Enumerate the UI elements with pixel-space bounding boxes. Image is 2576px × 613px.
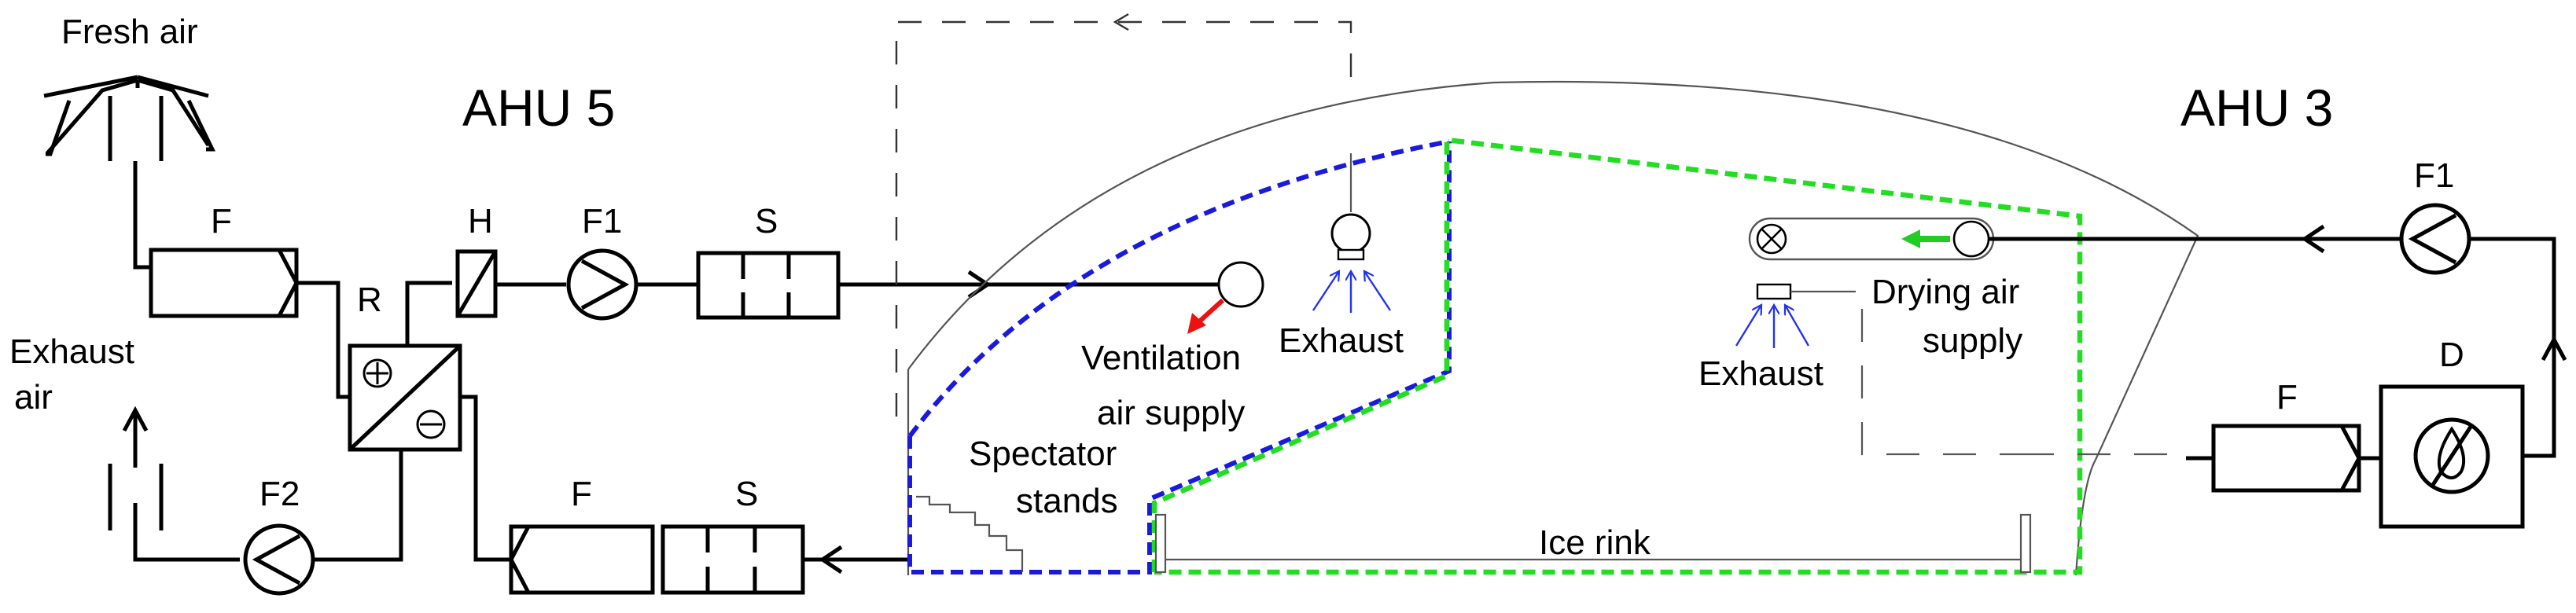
vent-red-arrowhead-icon [1187, 313, 1206, 334]
heater-icon [455, 249, 498, 318]
recuperator-label: R [357, 281, 382, 319]
dehumidifier-icon [2379, 384, 2525, 529]
green-zone-outline [1151, 137, 2083, 575]
silencer-top-icon [696, 251, 841, 320]
intake-duct [133, 204, 149, 270]
drying-duct-icon [1748, 217, 1995, 261]
fan-f2-label: F2 [259, 475, 300, 513]
arena-group: Ventilation air supply Exhaust Spectator… [895, 13, 2199, 576]
drying-supply-label-1: Drying air [1871, 273, 2019, 311]
up-flow-arrow-icon [2541, 335, 2567, 362]
vent-supply-label-1: Ventilation [1081, 339, 1241, 377]
fan-f1-right-label: F1 [2414, 156, 2454, 195]
ahu5-group: AHU 5 Fresh air F R [9, 13, 1227, 596]
exhaust-grille-right-icon [1756, 283, 2186, 456]
silencer-bottom-icon [661, 524, 805, 595]
ice-rink-label: Ice rink [1539, 523, 1651, 562]
fan-f1-left-icon [566, 248, 638, 321]
exhaust-right-label: Exhaust [1698, 354, 1823, 393]
fan-f2-icon [243, 523, 315, 596]
fresh-air-label: Fresh air [61, 13, 198, 51]
exhaust-air-label-1: Exhaust [9, 332, 134, 371]
drying-supply-label-2: supply [1923, 321, 2022, 360]
duct-r-to-h [405, 281, 452, 346]
drying-flow-arrow-icon [2301, 224, 2325, 254]
silencer-top-label: S [755, 202, 778, 240]
vent-diffuser-icon [1217, 261, 1264, 308]
filter-right-icon [2211, 424, 2361, 493]
arena-roof-outline [907, 80, 2199, 576]
ahu5-title: AHU 5 [462, 79, 615, 137]
vent-flow-red-arrow-icon [1194, 298, 1225, 326]
ice-rink-icon [1154, 513, 2032, 574]
exhaust-grille-mid-icon [1330, 213, 1371, 261]
filter-bottom-label: F [571, 475, 592, 513]
blue-zone-outline [907, 141, 1452, 574]
heater-label: H [468, 202, 493, 240]
fresh-air-intake-icon [43, 75, 215, 161]
silencer-bottom-label: S [735, 475, 758, 513]
filter-top-label: F [211, 202, 232, 240]
spectator-label-2: stands [1016, 482, 1118, 520]
duct-f-to-r [296, 281, 350, 399]
fan-f1-left-label: F1 [582, 202, 622, 240]
return-flow-arrow-icon [819, 545, 843, 574]
dashed-duct-arrow-icon [1113, 13, 1129, 31]
duct-f2-to-r [315, 450, 403, 562]
recuperator-icon [348, 343, 462, 452]
blue-zone-top [907, 139, 1450, 438]
exhaust-air-label-2: air [14, 378, 53, 417]
exhaust-outlet-icon [108, 406, 164, 530]
exhaust-right-arrows-icon [1735, 305, 1810, 348]
dehumidifier-label: D [2439, 336, 2464, 374]
fan-f1-right-icon [2399, 203, 2471, 275]
spectator-stands-icon [916, 495, 1024, 572]
drying-green-arrowhead-icon [1901, 229, 1920, 248]
vent-supply-label-2: air supply [1097, 394, 1245, 432]
exhaust-mid-arrows-icon [1312, 271, 1392, 313]
duct-d-up [2523, 376, 2556, 458]
exhaust-outlet-duct [133, 503, 240, 562]
ahu3-title: AHU 3 [2180, 79, 2333, 137]
filter-top-icon [149, 248, 299, 318]
exhaust-dashed-duct [895, 20, 1352, 417]
spectator-label-1: Spectator [969, 435, 1117, 473]
filter-right-label: F [2276, 378, 2298, 417]
exhaust-mid-label: Exhaust [1279, 321, 1404, 360]
filter-bottom-icon [509, 524, 655, 595]
duct-r-to-return [460, 395, 511, 562]
ahu3-group: AHU 3 F1 D F [1989, 79, 2567, 529]
duct-f1-to-d [2469, 237, 2556, 377]
